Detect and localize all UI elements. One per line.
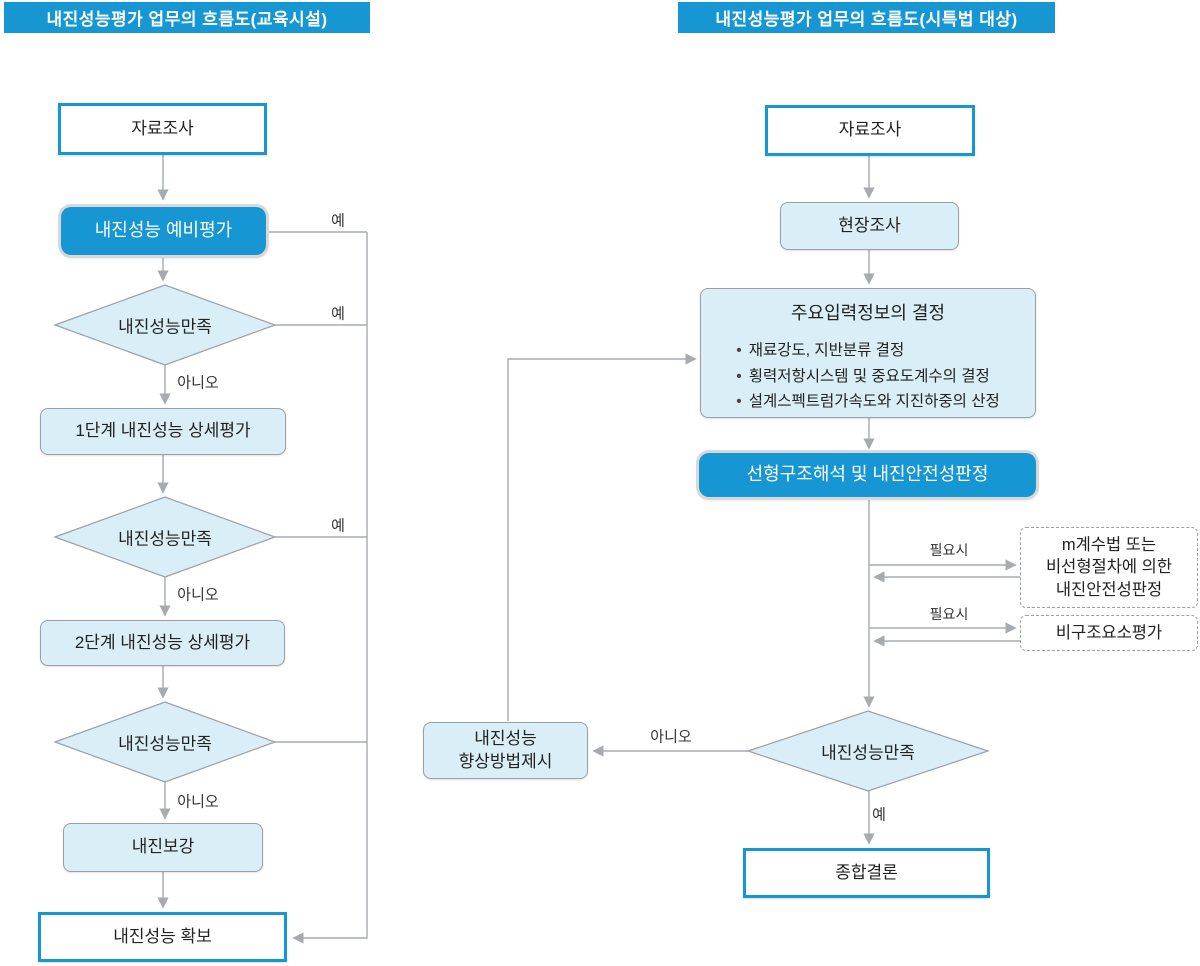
no-label: 아니오 xyxy=(177,793,219,811)
left-decision-3-diamond xyxy=(53,701,277,783)
bullet-text: 횡력저항시스템 및 중요도계수의 결정 xyxy=(748,367,990,385)
improvement-line: 내진성능 xyxy=(474,729,537,749)
left-secured-node: 내진성능 확보 xyxy=(38,912,287,962)
left-decision-2-label: 내진성능만족 xyxy=(118,529,212,549)
right-key-input-node: 주요입력정보의 결정 • 재료강도, 지반분류 결정 • 횡력저항시스템 및 중… xyxy=(700,288,1036,418)
bullet-text: 설계스펙트럼가속도와 지진하중의 산정 xyxy=(748,393,1000,411)
if-needed-label: 필요시 xyxy=(929,542,969,558)
bullet-item: • 설계스펙트럼가속도와 지진하중의 산정 xyxy=(736,391,999,413)
left-decision-2-diamond xyxy=(53,496,277,578)
bullet-icon: • xyxy=(736,393,742,411)
bullet-item: • 횡력저항시스템 및 중요도계수의 결정 xyxy=(736,366,990,388)
left-stage2-eval-node: 2단계 내진성능 상세평가 xyxy=(40,620,285,666)
yes-label: 예 xyxy=(872,806,886,824)
left-data-survey-node: 자료조사 xyxy=(58,103,267,155)
bullet-item: • 재료강도, 지반분류 결정 xyxy=(736,340,904,362)
key-input-bullet-list: • 재료강도, 지반분류 결정 • 횡력저항시스템 및 중요도계수의 결정 • … xyxy=(736,340,999,413)
key-input-title: 주요입력정보의 결정 xyxy=(790,303,946,323)
bullet-text: 재료강도, 지반분류 결정 xyxy=(748,342,905,360)
if-needed-label: 필요시 xyxy=(929,606,969,622)
left-stage1-eval-node: 1단계 내진성능 상세평가 xyxy=(40,408,286,455)
no-label: 아니오 xyxy=(177,374,219,392)
right-feedback-loop xyxy=(507,353,697,721)
right-m-method-node: m계수법 또는 비선형절차에 의한 내진안전성판정 xyxy=(1020,527,1198,608)
right-linear-analysis-node: 선형구조해석 및 내진안전성판정 xyxy=(699,453,1036,497)
yes-label: 예 xyxy=(331,517,345,535)
bullet-icon: • xyxy=(736,342,742,360)
m-method-line: 내진안전성판정 xyxy=(1055,580,1163,599)
right-conclusion-node: 종합결론 xyxy=(743,848,990,898)
right-decision-diamond xyxy=(746,710,990,792)
bullet-icon: • xyxy=(736,367,742,385)
m-method-line: m계수법 또는 xyxy=(1061,536,1157,555)
left-retrofit-node: 내진보강 xyxy=(63,823,263,872)
yes-label: 예 xyxy=(331,305,345,323)
right-improvement-node: 내진성능 향상방법제시 xyxy=(423,722,588,779)
m-method-line: 비선형절차에 의한 xyxy=(1045,558,1173,577)
yes-label: 예 xyxy=(331,212,345,230)
right-site-survey-node: 현장조사 xyxy=(780,202,959,250)
improvement-line: 향상방법제시 xyxy=(458,751,553,771)
no-label: 아니오 xyxy=(650,728,692,746)
left-decision-3-label: 내진성능만족 xyxy=(118,734,212,754)
left-return-trunk xyxy=(292,232,368,944)
left-decision-1-label: 내진성능만족 xyxy=(118,317,212,337)
right-nonstructural-eval-node: 비구조요소평가 xyxy=(1020,615,1198,651)
right-decision-label: 내진성능만족 xyxy=(821,743,915,763)
right-data-survey-node: 자료조사 xyxy=(765,105,975,156)
left-preliminary-eval-node: 내진성능 예비평가 xyxy=(61,207,266,255)
left-decision-1-diamond xyxy=(53,284,277,366)
no-label: 아니오 xyxy=(177,586,219,604)
right-title-bar: 내진성능평가 업무의 흐름도(시특법 대상) xyxy=(678,2,1055,33)
left-title-bar: 내진성능평가 업무의 흐름도(교육시설) xyxy=(4,2,370,33)
